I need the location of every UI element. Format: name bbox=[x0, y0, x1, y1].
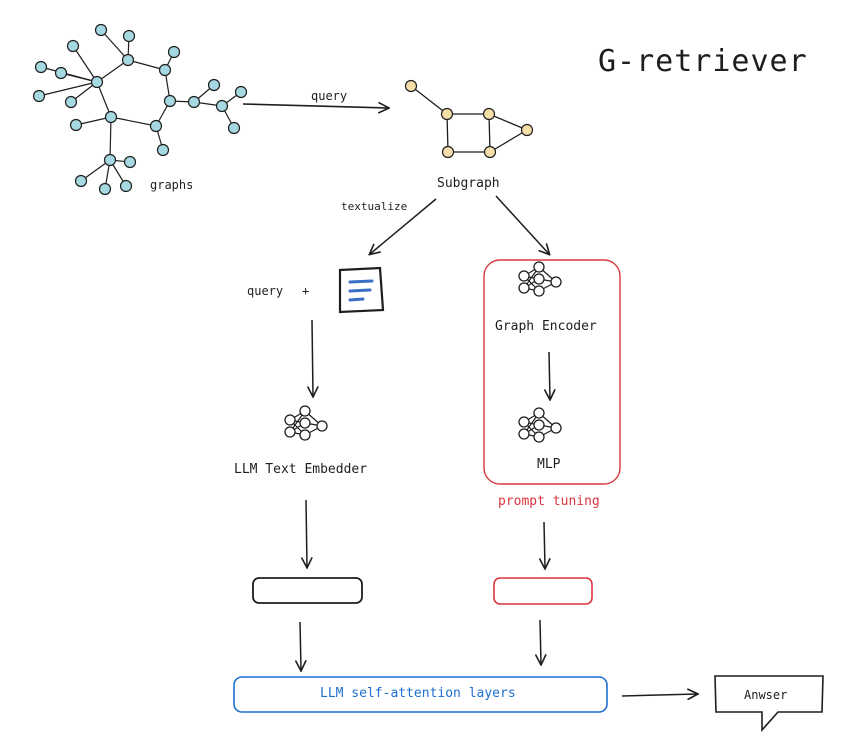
arrow-graph-to-llm bbox=[540, 619, 541, 664]
graph-encoder-label: Graph Encoder bbox=[495, 319, 597, 334]
llm-layers-label: LLM self-attention layers bbox=[320, 686, 516, 701]
arrow-text-to-llm bbox=[300, 621, 301, 670]
source-graph bbox=[38, 29, 242, 190]
llm-layers-box bbox=[233, 676, 608, 713]
arrow-to-answer bbox=[621, 694, 697, 696]
arrow-query bbox=[242, 104, 388, 108]
plus-label: + bbox=[302, 284, 310, 298]
arrow-encoder-to-mlp bbox=[549, 351, 550, 399]
arrow-to-encoder bbox=[495, 195, 549, 254]
neural-network-icon bbox=[518, 407, 562, 443]
diagram-title: G-retriever bbox=[598, 44, 808, 79]
source-graph-nodes bbox=[32, 23, 248, 196]
llm-text-embedder-label: LLM Text Embedder bbox=[234, 462, 368, 477]
subgraph-label: Subgraph bbox=[437, 176, 500, 191]
neural-network-icon bbox=[518, 261, 562, 297]
arrow-to-text-token bbox=[306, 499, 307, 567]
query-label: query bbox=[247, 284, 284, 298]
graph-token bbox=[493, 577, 593, 605]
neural-network-icon bbox=[284, 405, 328, 441]
document-icon bbox=[338, 266, 385, 314]
prompt-tuning-label: prompt tuning bbox=[498, 494, 600, 509]
textualize-label: textualize bbox=[341, 200, 408, 213]
mlp-label: MLP bbox=[537, 457, 561, 472]
query-edge-label: query bbox=[311, 89, 348, 103]
text-embedding-token bbox=[252, 577, 363, 604]
arrow-to-graph-token bbox=[544, 521, 545, 568]
subgraph-nodes bbox=[404, 79, 534, 159]
graphs-label: graphs bbox=[150, 178, 194, 192]
subgraph-graph bbox=[410, 85, 528, 153]
answer-label: Anwser bbox=[744, 688, 788, 702]
arrow-textualize bbox=[370, 198, 437, 254]
speech-bubble-icon bbox=[714, 675, 824, 733]
arrow-to-embedder bbox=[312, 319, 313, 396]
prompt-tuning-box bbox=[483, 259, 621, 485]
